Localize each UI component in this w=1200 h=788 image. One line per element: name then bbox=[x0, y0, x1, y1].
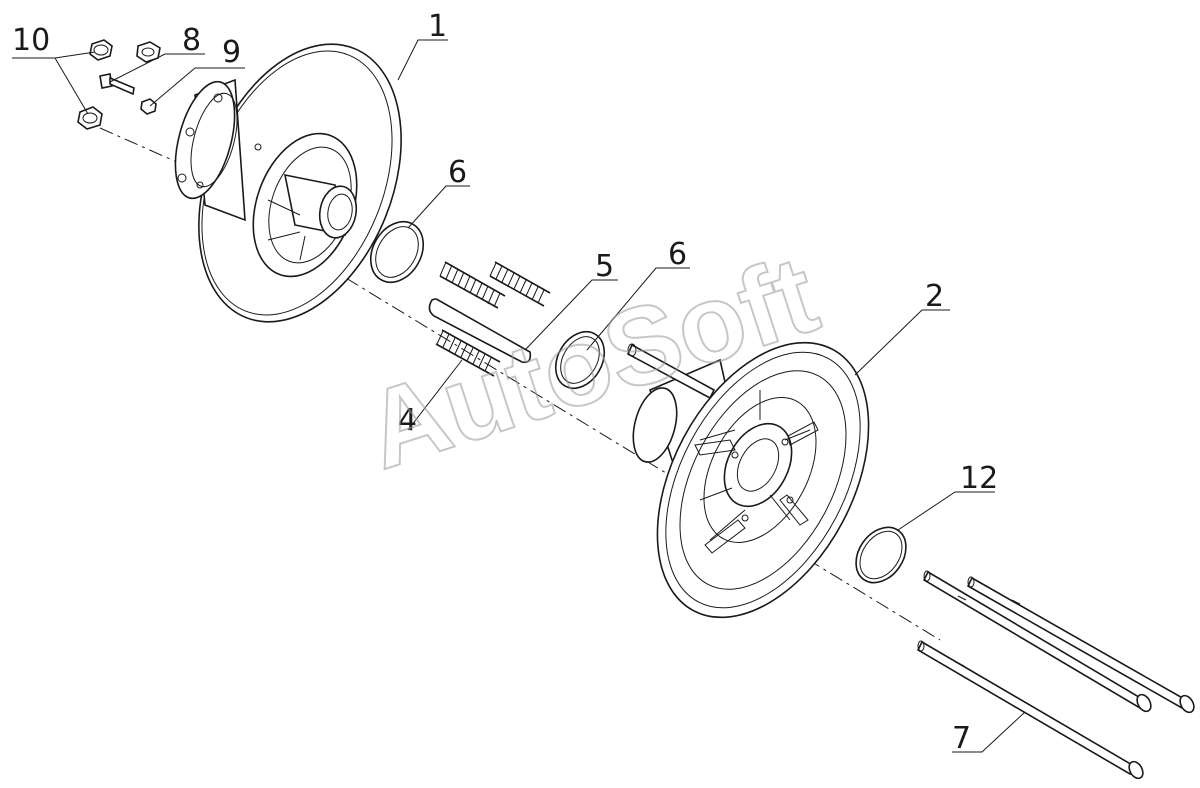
part-2-pulley-half bbox=[626, 341, 870, 619]
callout-6-upper: 6 bbox=[448, 155, 467, 190]
callout-6-lower: 6 bbox=[668, 237, 687, 272]
part-12-ring bbox=[855, 526, 907, 584]
callout-2: 2 bbox=[925, 279, 944, 314]
leader-lines bbox=[12, 39, 1026, 753]
callout-9: 9 bbox=[222, 35, 241, 70]
part-10-nuts bbox=[77, 39, 113, 130]
callout-10: 10 bbox=[12, 23, 50, 58]
callout-12: 12 bbox=[960, 461, 998, 496]
part-6-snap-ring-lower bbox=[554, 330, 606, 390]
part-4-springs bbox=[435, 261, 551, 377]
part-7-bolts bbox=[916, 570, 1195, 780]
part-8-bolt bbox=[99, 41, 161, 96]
callout-4: 4 bbox=[398, 403, 417, 438]
callout-1: 1 bbox=[428, 9, 447, 44]
part-6-snap-ring-upper bbox=[369, 221, 425, 283]
part-1-pulley-half bbox=[174, 43, 402, 323]
callout-8: 8 bbox=[182, 23, 201, 58]
part-5-key bbox=[428, 298, 532, 364]
callout-7: 7 bbox=[952, 721, 971, 756]
callout-5: 5 bbox=[595, 249, 614, 284]
part-9-small-nut bbox=[140, 98, 157, 115]
